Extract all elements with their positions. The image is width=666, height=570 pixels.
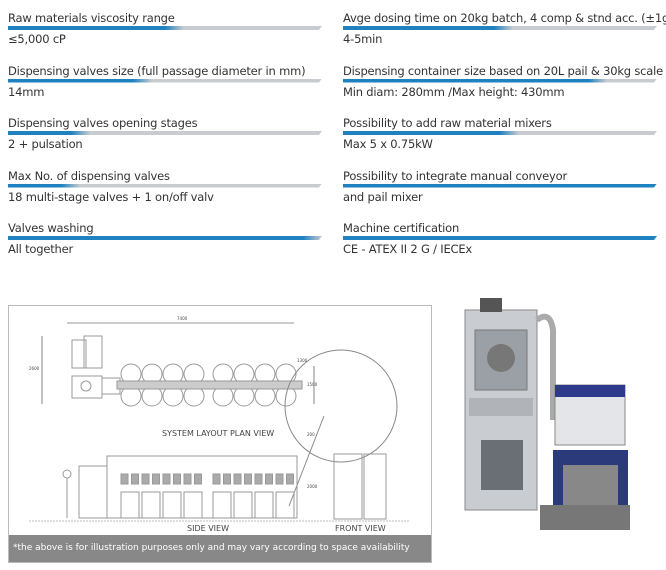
spec-bar-fill <box>8 236 322 240</box>
spec-item: Raw materials viscosity range ≤5,000 cP <box>8 11 322 46</box>
spec-title: Dispensing container size based on 20L p… <box>343 63 663 78</box>
spec-value: Max 5 x 0.75kW <box>343 137 433 151</box>
spec-title: Dispensing valves opening stages <box>8 116 198 130</box>
spec-value: ≤5,000 cP <box>8 32 66 46</box>
spec-title: Possibility to integrate manual conveyor <box>343 168 567 183</box>
spec-bar <box>8 131 322 135</box>
spec-item: Dispensing container size based on 20L p… <box>343 63 663 99</box>
dim-length: 7400 <box>177 316 188 321</box>
machine-photo <box>455 290 663 548</box>
spec-bar <box>8 183 322 188</box>
spec-item: Dispensing valves opening stages 2 + pul… <box>8 116 322 151</box>
dim-depth: 1300 <box>297 358 308 363</box>
spec-value: All together <box>8 242 74 256</box>
system-layout-diagram: 7400 2600 1300 1500 200 2000 SYSTEM LAYO… <box>8 305 432 563</box>
spec-item: Dispensing valves size (full passage dia… <box>8 64 322 99</box>
spec-item: Max No. of dispensing valves 18 multi-st… <box>8 169 322 204</box>
spec-value: CE - ATEX II 2 G / IECEx <box>343 242 473 256</box>
front-view-label: FRONT VIEW <box>335 524 386 533</box>
spec-bar-fill <box>343 26 513 30</box>
spec-title: Valves washing <box>8 221 94 235</box>
spec-bar <box>8 236 322 240</box>
spec-bar-fill <box>343 236 657 240</box>
spec-item: Machine certification CE - ATEX II 2 G /… <box>343 221 657 256</box>
dim-height: 2000 <box>307 484 318 489</box>
spec-item: Valves washing All together <box>8 221 322 256</box>
spec-bar-fill <box>343 183 657 188</box>
spec-title: Avge dosing time on 20kg batch, 4 comp &… <box>343 11 666 25</box>
spec-value: 14mm <box>8 84 45 99</box>
spec-title: Max No. of dispensing valves <box>8 168 170 183</box>
spec-bar <box>343 183 657 188</box>
spec-item: Avge dosing time on 20kg batch, 4 comp &… <box>343 11 666 46</box>
spec-bar-fill <box>8 26 184 30</box>
spec-bar-fill <box>8 131 90 135</box>
dim-width-total: 2600 <box>29 366 40 371</box>
spec-item: Possibility to add raw material mixers M… <box>343 116 657 151</box>
spec-bar <box>343 78 657 83</box>
dim-gap: 200 <box>307 432 315 437</box>
spec-value: 18 multi-stage valves + 1 on/off valv <box>8 189 214 204</box>
spec-value: 4-5min <box>343 32 383 46</box>
dim-row: 1500 <box>307 382 318 387</box>
spec-title: Raw materials viscosity range <box>8 11 175 25</box>
spec-value: 2 + pulsation <box>8 137 83 151</box>
spec-bar <box>343 26 657 30</box>
spec-bar <box>343 236 657 240</box>
spec-title: Dispensing valves size (full passage dia… <box>8 63 306 78</box>
spec-bar <box>8 78 322 83</box>
layout-drawing <box>29 322 409 522</box>
spec-title: Machine certification <box>343 221 460 235</box>
spec-bar <box>343 131 657 135</box>
spec-bar-fill <box>8 183 81 188</box>
spec-bar-fill <box>343 78 607 83</box>
spec-item: Possibility to integrate manual conveyor… <box>343 169 657 204</box>
spec-title: Possibility to add raw material mixers <box>343 116 552 130</box>
spec-bar <box>8 26 322 30</box>
disclaimer-caption: *the above is for illustration purposes … <box>9 535 431 562</box>
spec-value: and pail mixer <box>343 189 423 204</box>
spec-bar-fill <box>8 78 153 83</box>
plan-view-label: SYSTEM LAYOUT PLAN VIEW <box>162 429 275 438</box>
spec-bar-fill <box>343 131 519 135</box>
side-view-label: SIDE VIEW <box>187 524 229 533</box>
spec-value: Min diam: 280mm /Max height: 430mm <box>343 84 565 99</box>
